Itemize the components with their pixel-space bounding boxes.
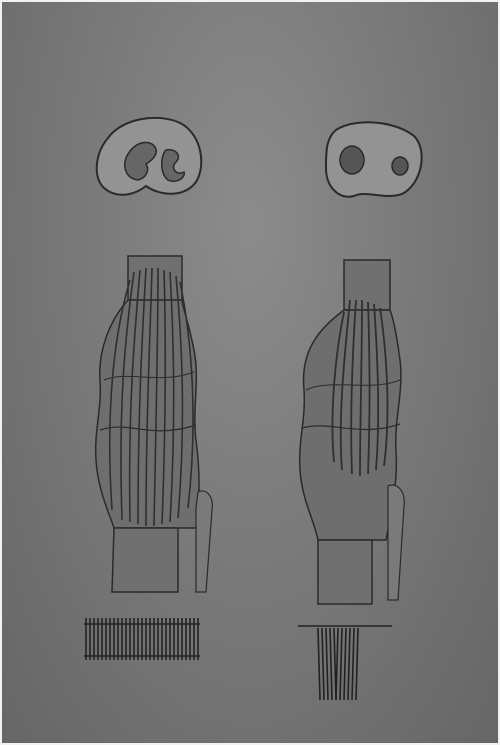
left-striation-block bbox=[84, 618, 200, 660]
tuft-mark bbox=[356, 628, 358, 700]
right-section-spot-small bbox=[392, 157, 408, 175]
tuft-mark bbox=[336, 628, 338, 700]
right-section-spot-large bbox=[340, 146, 364, 174]
left-cross-section bbox=[97, 118, 202, 195]
right-knee-joint bbox=[300, 260, 405, 604]
tuft-mark bbox=[318, 628, 320, 700]
tuft-mark bbox=[330, 628, 332, 700]
right-striation-tuft bbox=[298, 626, 392, 700]
tuft-mark bbox=[348, 628, 350, 700]
tuft-mark bbox=[326, 628, 328, 700]
tuft-mark bbox=[340, 628, 342, 700]
right-cross-section bbox=[326, 122, 422, 196]
tuft-mark bbox=[344, 628, 346, 700]
tuft-mark bbox=[322, 628, 324, 700]
left-knee-joint bbox=[96, 256, 213, 592]
tuft-mark bbox=[352, 628, 354, 700]
